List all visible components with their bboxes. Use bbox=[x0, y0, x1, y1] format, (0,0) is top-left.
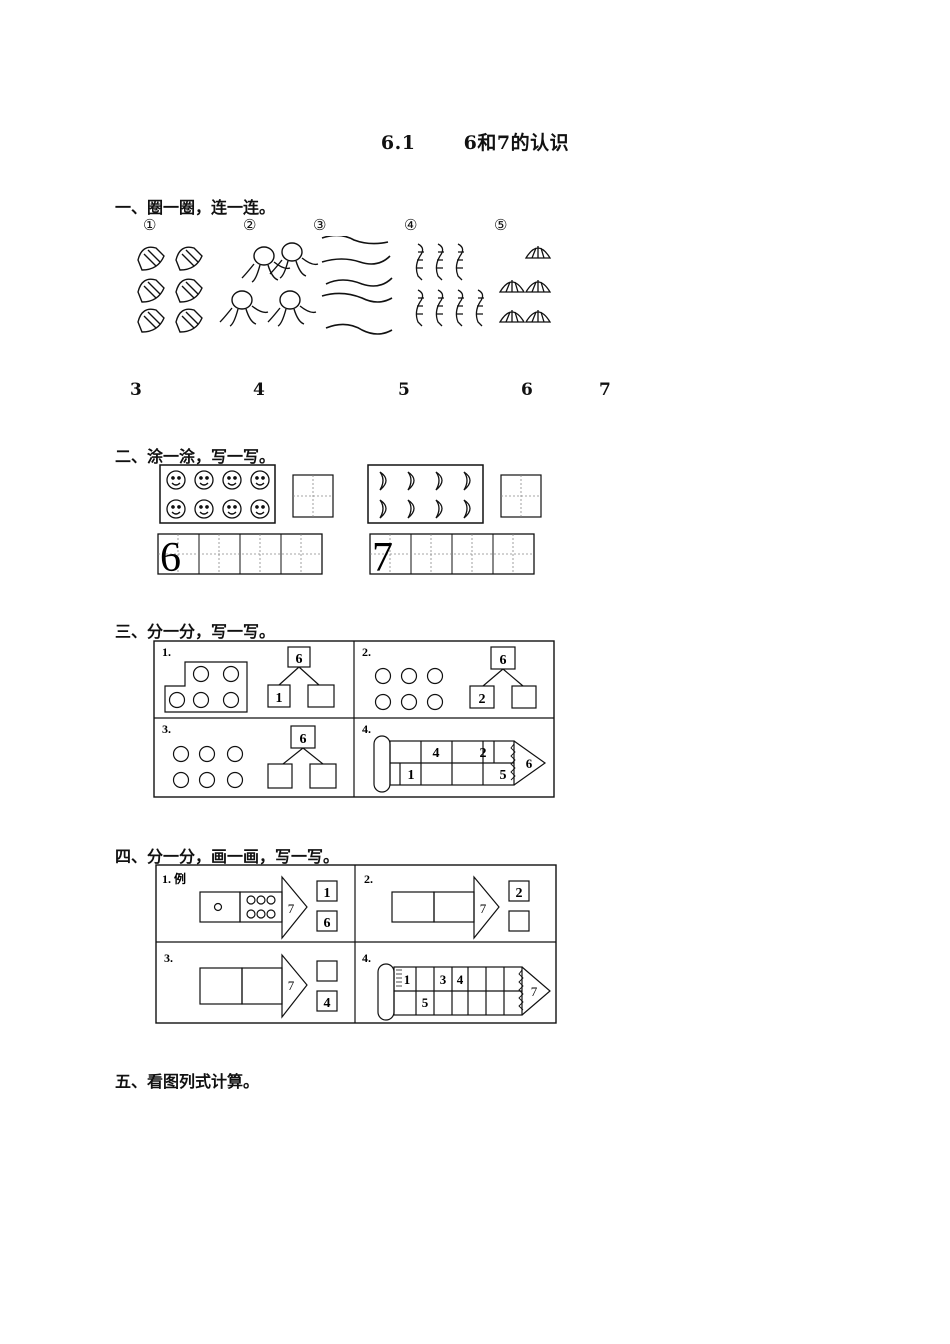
split-draw-table: 1. 例 7 1 6 2. 7 2 3. 7 4 4. bbox=[155, 864, 557, 1024]
circle-set bbox=[172, 745, 244, 789]
smiley-frame bbox=[159, 464, 276, 524]
arrow-domino bbox=[199, 875, 338, 940]
section-2-heading: 二、涂一涂，写一写。 bbox=[115, 447, 276, 466]
clam-icon bbox=[498, 246, 552, 323]
rocket-tip-number: 7 bbox=[531, 984, 538, 999]
cell-3-label: 3. bbox=[162, 722, 171, 736]
cell-3-top-number: 6 bbox=[300, 732, 307, 747]
marker-5: ⑤ bbox=[494, 216, 508, 234]
rocket-value: 5 bbox=[422, 995, 429, 1010]
color-write-area: 6 7 bbox=[157, 464, 542, 580]
split-write-table: 1. 6 1 2. 6 2 3. 6 4. bbox=[153, 640, 555, 798]
circle-set bbox=[374, 667, 444, 711]
cell-2-label: 2. bbox=[364, 872, 373, 886]
rocket-value: 2 bbox=[480, 746, 487, 761]
cell-1-left-number: 1 bbox=[276, 691, 283, 706]
rocket-value: 4 bbox=[433, 746, 440, 761]
section-5-heading: 五、看图列式计算。 bbox=[115, 1072, 260, 1091]
rocket-value: 3 bbox=[440, 972, 447, 987]
arrow-domino bbox=[391, 875, 530, 940]
cell-4-label: 4. bbox=[362, 951, 371, 965]
moon-icon bbox=[379, 471, 471, 519]
rocket-value: 1 bbox=[408, 768, 415, 783]
marker-2: ② bbox=[243, 216, 257, 234]
cell-1-label: 1. 例 bbox=[162, 871, 186, 886]
section-1-heading: 一、圈一圈，连一连。 bbox=[115, 198, 276, 217]
lesson-topic: 6和7的认识 bbox=[463, 132, 570, 154]
octopus-icon bbox=[219, 242, 319, 327]
trace-digit-7: 7 bbox=[372, 535, 393, 580]
cell-3-box2-number: 4 bbox=[324, 996, 331, 1011]
page-title: 6.1 6和7的认识 bbox=[0, 128, 950, 155]
marker-3: ③ bbox=[313, 216, 327, 234]
shell-icon bbox=[137, 246, 203, 333]
trace-digit-6: 6 bbox=[160, 535, 181, 580]
section-4-heading: 四、分一分，画一画，写一写。 bbox=[115, 847, 340, 866]
counting-pictures bbox=[137, 236, 552, 335]
rocket-value: 1 bbox=[404, 972, 411, 987]
number-4: 4 bbox=[253, 380, 265, 400]
cell-3-label: 3. bbox=[164, 951, 173, 965]
marker-1: ① bbox=[143, 216, 157, 234]
cell-3-tip-number: 7 bbox=[288, 978, 295, 993]
rocket-value: 4 bbox=[457, 972, 464, 987]
cell-1-tip-number: 7 bbox=[288, 901, 295, 916]
rocket-shape bbox=[373, 735, 547, 793]
cell-1-box2-number: 6 bbox=[324, 916, 331, 931]
cell-2-left-number: 2 bbox=[479, 692, 486, 707]
cell-2-label: 2. bbox=[362, 645, 371, 659]
circle-set bbox=[168, 665, 240, 709]
cell-4-label: 4. bbox=[362, 722, 371, 736]
cell-2-top-number: 6 bbox=[500, 653, 507, 668]
cell-2-box1-number: 2 bbox=[516, 886, 523, 901]
smiley-icon bbox=[166, 470, 270, 519]
number-7: 7 bbox=[599, 380, 611, 400]
shrimp-icon bbox=[415, 243, 484, 327]
number-6: 6 bbox=[521, 380, 533, 400]
cell-2-tip-number: 7 bbox=[480, 901, 487, 916]
writing-strip-6: 6 bbox=[157, 533, 323, 580]
rocket-tip-number: 6 bbox=[526, 756, 533, 771]
cell-1-label: 1. bbox=[162, 645, 171, 659]
section-3-heading: 三、分一分，写一写。 bbox=[115, 622, 276, 641]
rocket-value: 5 bbox=[500, 768, 507, 783]
writing-strip-7: 7 bbox=[369, 533, 535, 580]
cell-1-top-number: 6 bbox=[296, 652, 303, 667]
arrow-domino bbox=[199, 953, 338, 1019]
number-3: 3 bbox=[130, 380, 142, 400]
rocket-shape bbox=[377, 963, 551, 1021]
cell-1-box1-number: 1 bbox=[324, 886, 331, 901]
group-outline bbox=[164, 661, 248, 713]
number-5: 5 bbox=[398, 380, 410, 400]
moon-frame bbox=[367, 464, 484, 524]
lesson-number: 6.1 bbox=[380, 132, 416, 154]
eel-icon bbox=[321, 236, 393, 335]
marker-4: ④ bbox=[404, 216, 418, 234]
